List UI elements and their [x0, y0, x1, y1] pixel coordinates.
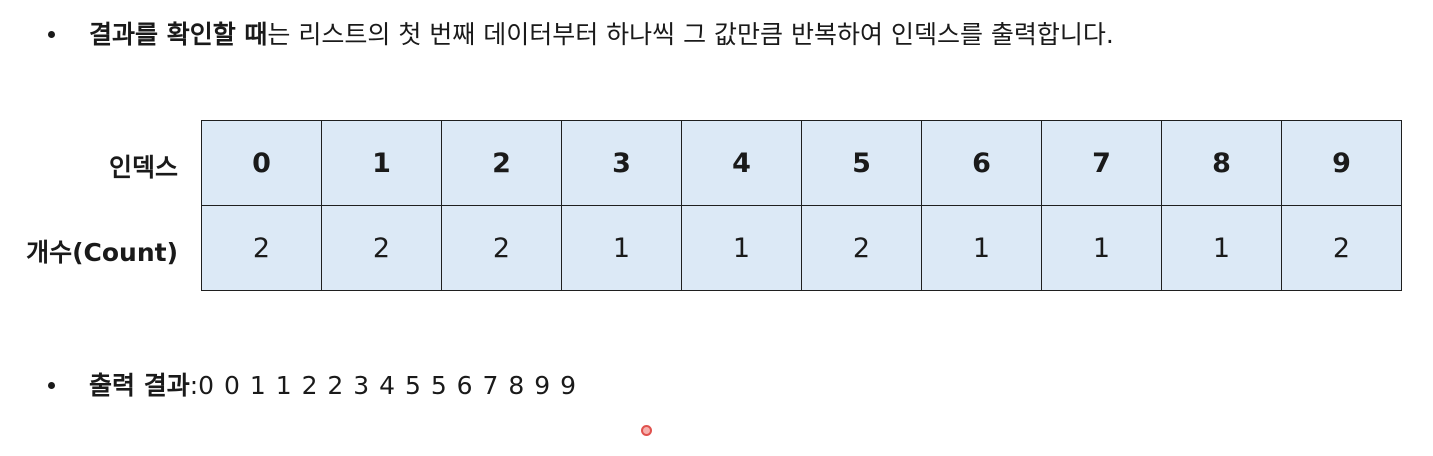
- count-cell: 1: [561, 205, 682, 291]
- index-cell: 5: [801, 120, 922, 206]
- index-cell: 8: [1161, 120, 1282, 206]
- count-cell: 2: [201, 205, 322, 291]
- bullet-point-icon: [48, 382, 55, 389]
- count-cell: 2: [441, 205, 562, 291]
- index-cell: 4: [681, 120, 802, 206]
- index-cell: 0: [201, 120, 322, 206]
- count-cell: 1: [1161, 205, 1282, 291]
- result-separator: :: [189, 371, 199, 400]
- index-cell: 7: [1041, 120, 1162, 206]
- intro-text: 는 리스트의 첫 번째 데이터부터 하나씩 그 값만큼 반복하여 인덱스를 출력…: [267, 20, 1114, 49]
- result-label: 출력 결과: [89, 371, 190, 400]
- count-cell: 2: [1281, 205, 1402, 291]
- count-row: 2 2 2 1 1 2 1 1 1 2: [201, 205, 1402, 291]
- index-cell: 9: [1281, 120, 1402, 206]
- count-cell: 1: [921, 205, 1042, 291]
- cursor-indicator-icon: [641, 425, 652, 436]
- bullet-point-icon: [48, 31, 55, 38]
- index-row: 0 1 2 3 4 5 6 7 8 9: [201, 120, 1402, 206]
- index-cell: 1: [321, 120, 442, 206]
- count-table: 0 1 2 3 4 5 6 7 8 9 2 2 2 1 1 2 1 1 1 2: [201, 120, 1402, 291]
- count-cell: 1: [681, 205, 802, 291]
- index-cell: 6: [921, 120, 1042, 206]
- index-cell: 2: [441, 120, 562, 206]
- result-values: 0 0 1 1 2 2 3 4 5 5 6 7 8 9 9: [198, 371, 577, 400]
- count-cell: 1: [1041, 205, 1162, 291]
- result-bullet: 출력 결과: 0 0 1 1 2 2 3 4 5 5 6 7 8 9 9: [48, 373, 577, 398]
- index-row-label: 인덱스: [108, 153, 178, 182]
- count-cell: 2: [801, 205, 922, 291]
- count-cell: 2: [321, 205, 442, 291]
- intro-bold-text: 결과를 확인할 때: [89, 20, 268, 49]
- index-cell: 3: [561, 120, 682, 206]
- count-row-label: 개수(Count): [26, 238, 178, 267]
